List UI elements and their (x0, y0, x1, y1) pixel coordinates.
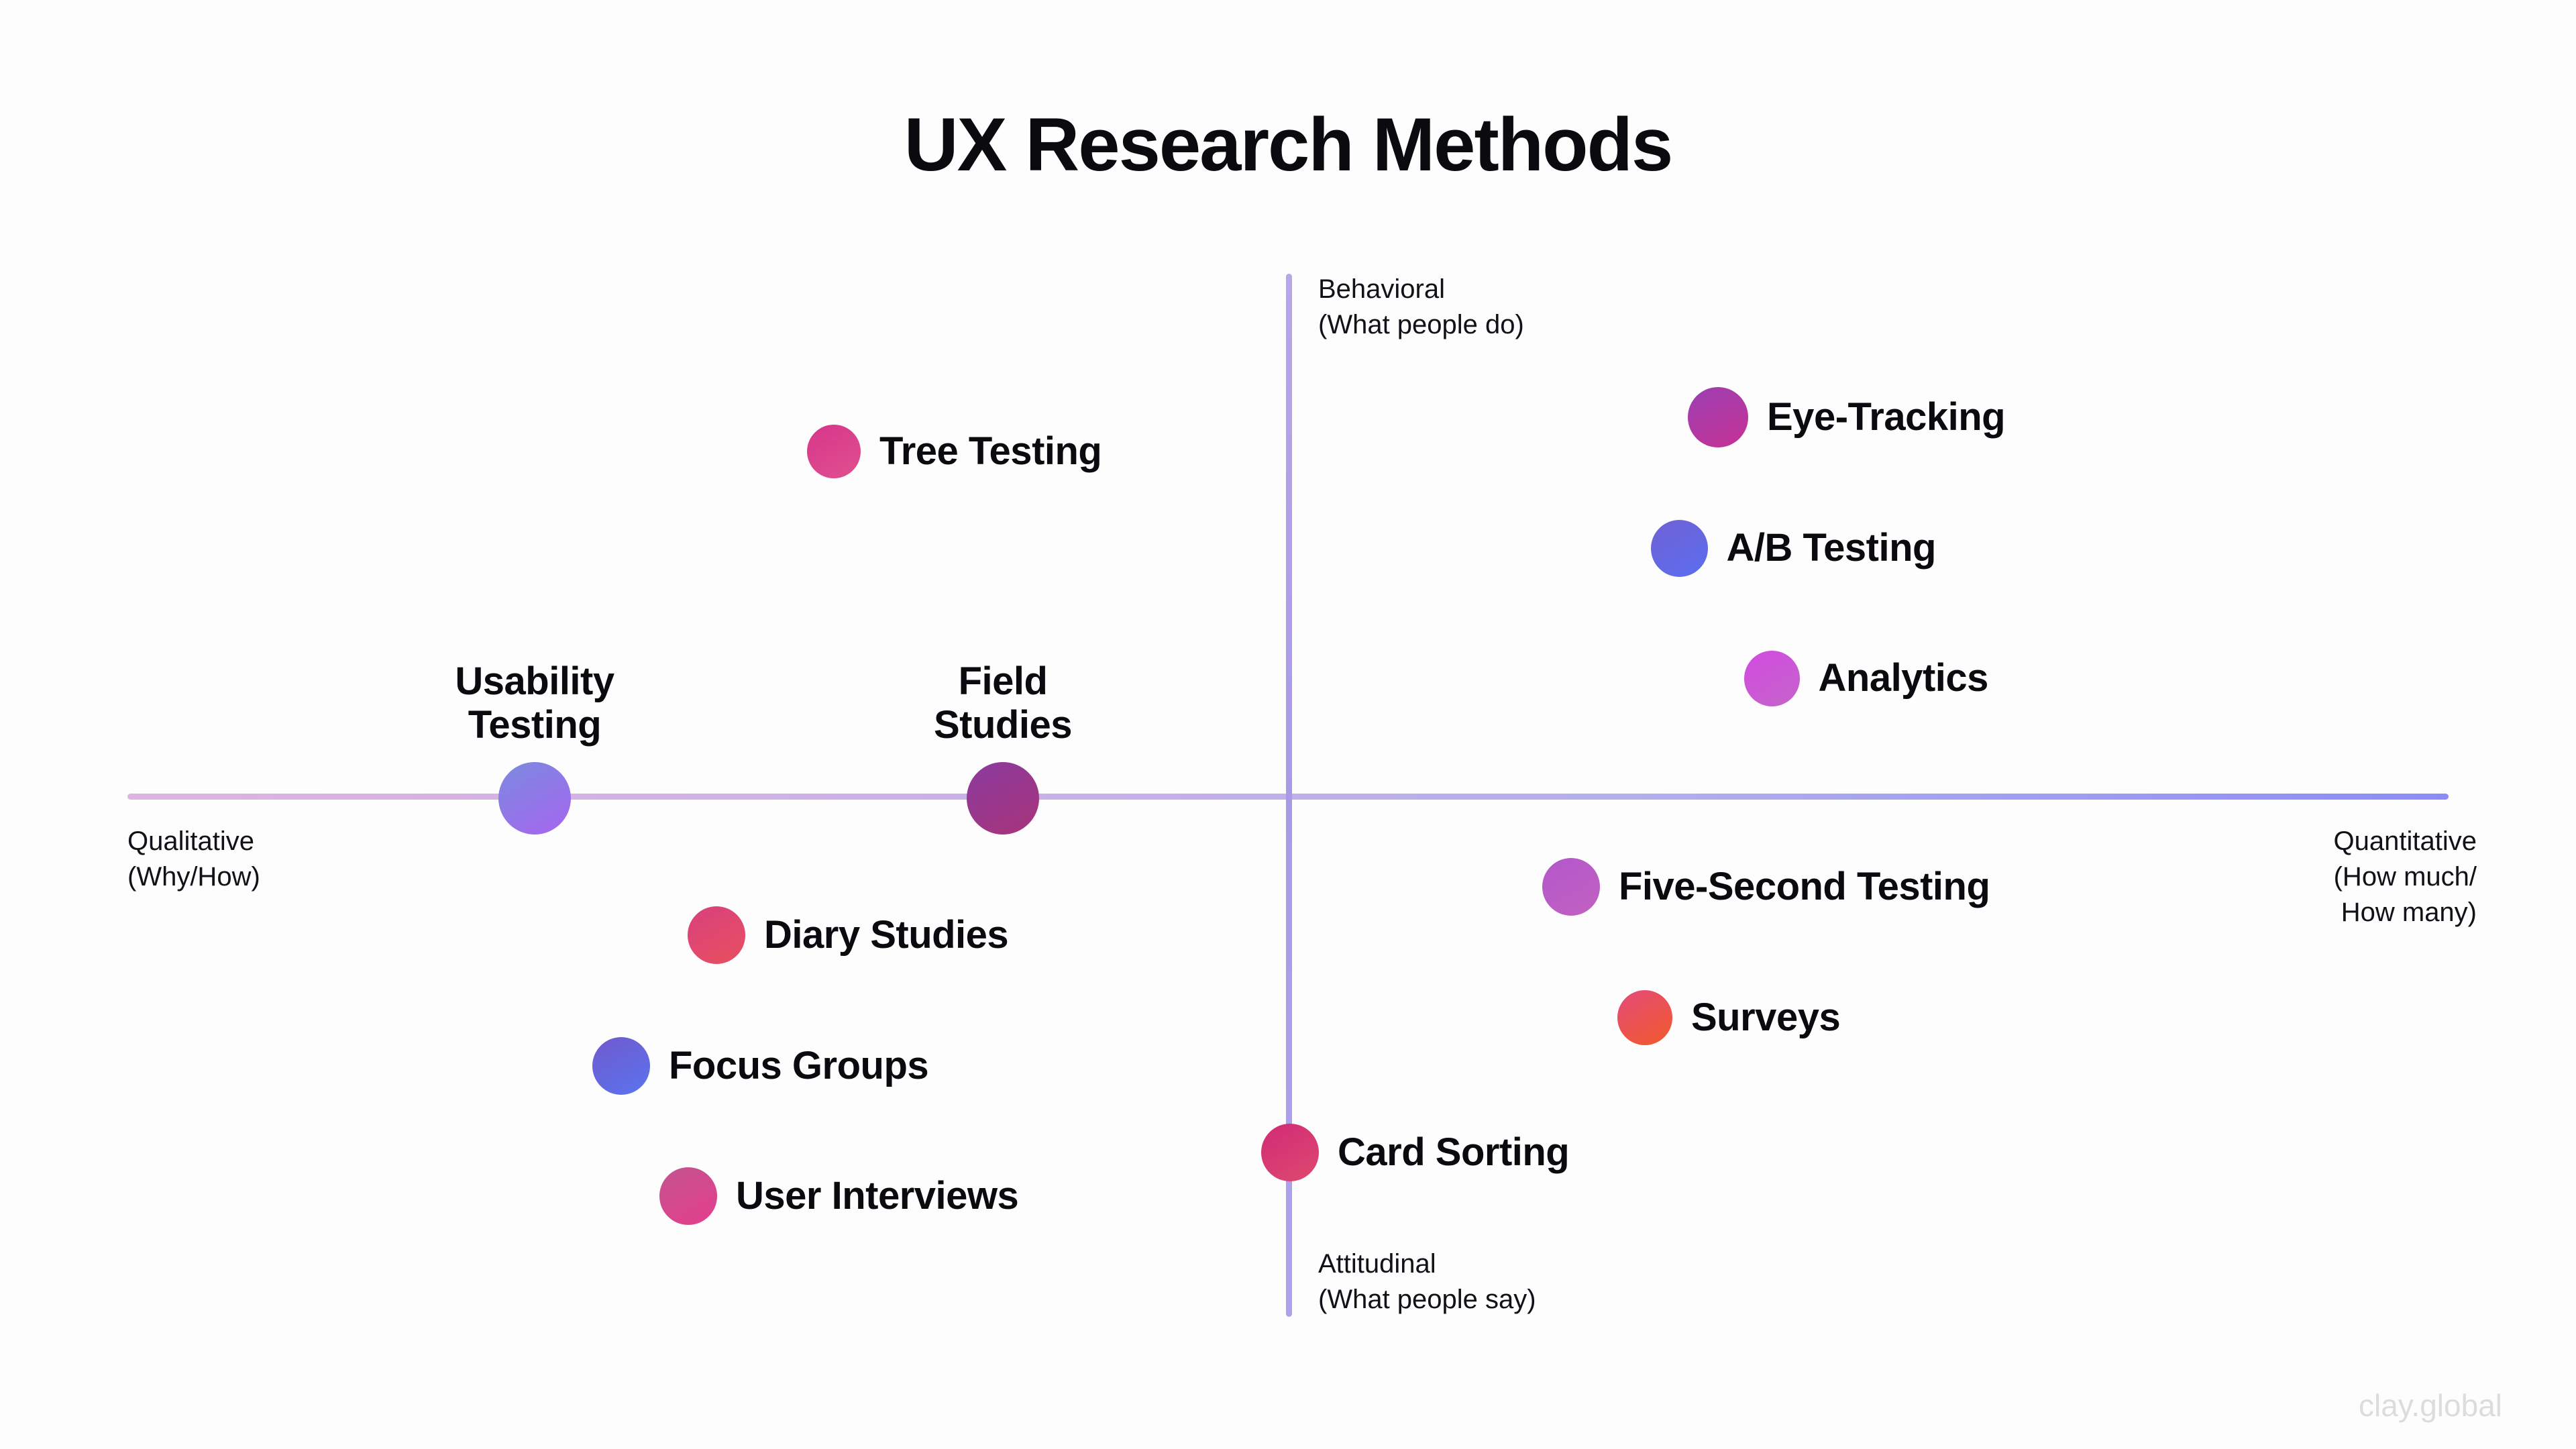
method-label: Analytics (1818, 655, 1989, 700)
axis-label-quantitative: Quantitative (How much/ How many) (2333, 826, 2477, 927)
method-label: Eye-Tracking (1767, 394, 2006, 439)
method-point[interactable]: Analytics (1743, 650, 1989, 706)
method-bubble[interactable] (967, 762, 1039, 835)
axis-label-behavioral: Behavioral (What people do) (1318, 274, 1524, 339)
method-bubble[interactable] (1542, 858, 1600, 916)
method-label: Tree Testing (879, 429, 1102, 473)
method-bubble[interactable] (1688, 387, 1748, 447)
axis-label-qualitative: Qualitative (Why/How) (127, 826, 260, 892)
method-point[interactable]: Focus Groups (592, 1037, 929, 1095)
method-bubble[interactable] (1743, 650, 1800, 706)
method-point[interactable]: Surveys (1617, 990, 1841, 1045)
method-bubble[interactable] (1617, 990, 1672, 1045)
method-bubble[interactable] (807, 425, 861, 478)
watermark: clay.global (2359, 1388, 2502, 1423)
method-point[interactable]: User Interviews (659, 1167, 1019, 1225)
method-point[interactable]: Diary Studies (688, 906, 1009, 964)
method-label: Surveys (1691, 995, 1841, 1039)
vertical-axis (1286, 274, 1292, 1317)
method-label: Usability Testing (455, 659, 614, 747)
method-label: Field Studies (934, 659, 1073, 747)
page-title: UX Research Methods (904, 103, 1674, 186)
method-point[interactable]: Usability Testing (360, 641, 709, 835)
method-point[interactable]: Card Sorting (1261, 1124, 1570, 1181)
method-label: Diary Studies (764, 912, 1009, 957)
method-label: User Interviews (736, 1173, 1019, 1218)
method-bubble[interactable] (592, 1037, 650, 1095)
method-bubble[interactable] (1650, 519, 1708, 577)
method-point[interactable]: A/B Testing (1650, 519, 1937, 577)
method-point[interactable]: Eye-Tracking (1688, 387, 2006, 447)
method-point[interactable]: Field Studies (828, 641, 1177, 835)
method-bubble[interactable] (1261, 1124, 1319, 1181)
method-label: A/B Testing (1726, 525, 1937, 570)
method-label: Focus Groups (669, 1043, 929, 1087)
method-point[interactable]: Five-Second Testing (1542, 858, 1990, 916)
method-label: Five-Second Testing (1619, 864, 1990, 908)
method-bubble[interactable] (659, 1167, 717, 1225)
method-point[interactable]: Tree Testing (807, 425, 1102, 478)
method-bubble[interactable] (498, 762, 571, 835)
axis-label-attitudinal: Attitudinal (What people say) (1318, 1249, 1536, 1314)
method-label: Card Sorting (1338, 1130, 1570, 1174)
method-bubble[interactable] (688, 906, 745, 964)
